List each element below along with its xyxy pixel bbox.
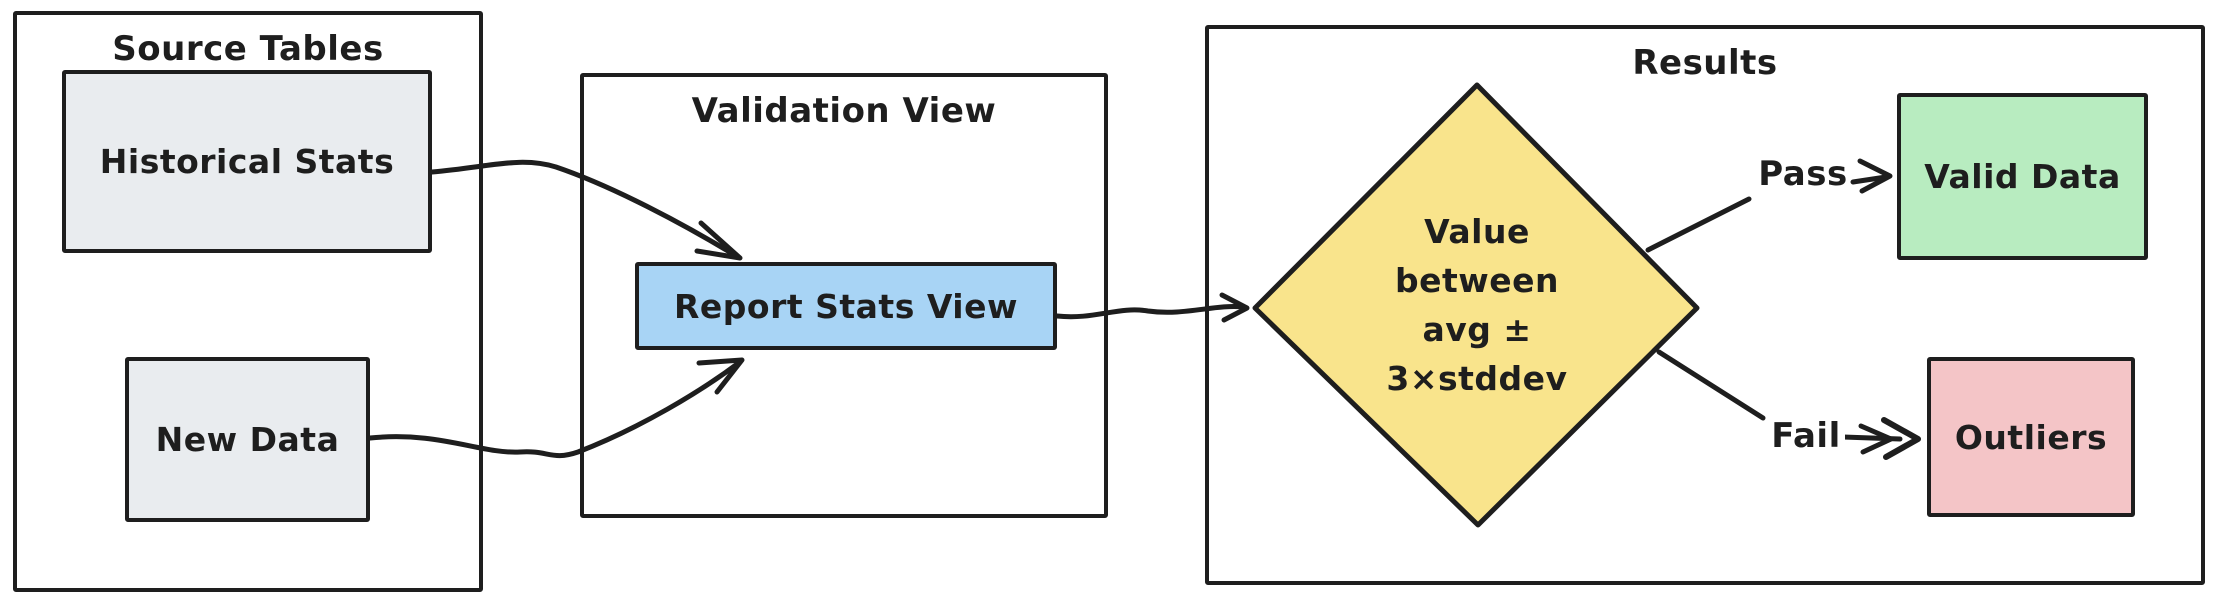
source-tables-title: Source Tables bbox=[112, 29, 384, 69]
node-new-data: New Data bbox=[125, 357, 370, 522]
fail-edge-label: Fail bbox=[1767, 414, 1845, 458]
validation-view-title: Validation View bbox=[691, 91, 997, 131]
node-historical-stats: Historical Stats bbox=[62, 70, 432, 253]
node-report-stats-view: Report Stats View bbox=[635, 262, 1057, 350]
node-outliers: Outliers bbox=[1927, 357, 2135, 517]
node-valid-data: Valid Data bbox=[1897, 93, 2148, 260]
results-title: Results bbox=[1632, 43, 1778, 83]
pass-edge-label: Pass bbox=[1756, 152, 1850, 196]
decision-diamond-label: Value between avg ± 3×stddev bbox=[1386, 212, 1568, 398]
